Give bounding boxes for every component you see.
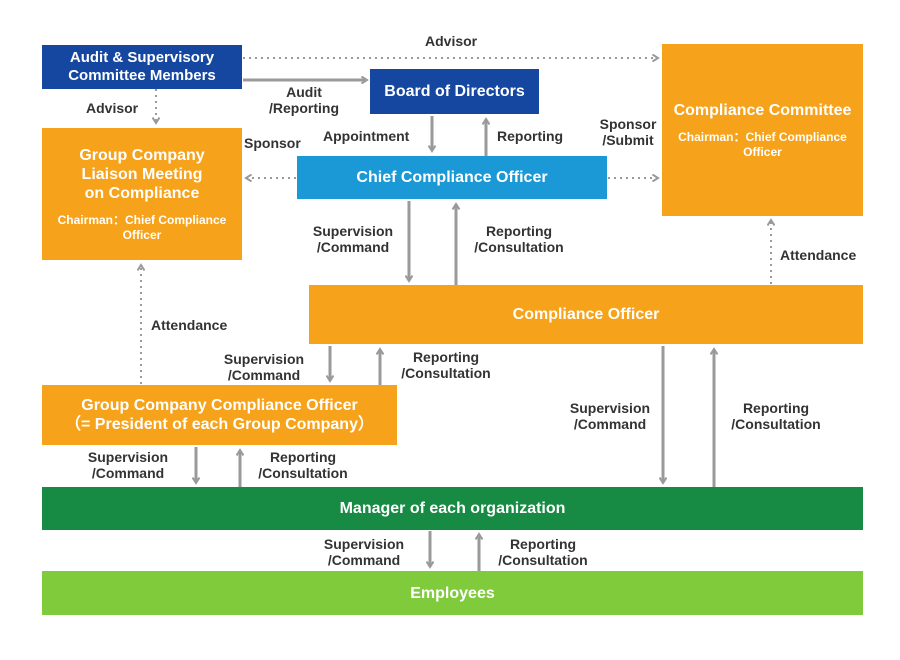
appointment-label: Appointment [323,128,410,144]
advisor-label-left: Advisor [86,100,139,116]
sup-cmd-label-3: Supervision /Command [569,400,651,432]
rep-cons-label-3: Reporting /Consultation [731,400,821,432]
manager-label: Manager of each organization [339,500,566,517]
employees-box: Employees [42,571,863,615]
compliance-committee-title: Compliance Committee [673,101,852,119]
rep-cons-label-1: Reporting /Consultation [474,223,564,255]
sup-cmd-label-2: Supervision /Command [223,351,305,383]
group-compliance-officer-box: Group Company Compliance Officer （= Pres… [42,385,397,445]
compliance-committee-box: Compliance Committee Chairman：Chief Comp… [662,44,863,216]
employees-label: Employees [410,584,495,602]
advisor-label-top: Advisor [425,33,478,49]
sup-cmd-label-1: Supervision /Command [312,223,394,255]
rep-cons-label-5: Reporting /Consultation [498,536,588,568]
compliance-committee-chairman: Chairman：Chief Compliance Officer [678,129,847,159]
rep-cons-label-4: Reporting /Consultation [258,449,348,481]
sponsor-label-left: Sponsor [244,135,301,151]
compliance-officer-box: Compliance Officer [309,285,863,344]
compliance-officer-label: Compliance Officer [512,306,660,323]
liaison-meeting-box: Group Company Liaison Meeting on Complia… [42,128,242,260]
sup-cmd-label-5: Supervision /Command [323,536,405,568]
board-of-directors-box: Board of Directors [370,69,539,114]
chief-compliance-officer-label: Chief Compliance Officer [356,169,548,186]
group-compliance-officer-label: Group Company Compliance Officer （= Pres… [65,397,374,433]
attendance-label-left: Attendance [151,317,228,333]
audit-committee-box: Audit & Supervisory Committee Members [42,45,242,89]
audit-reporting-label: Audit /Reporting [269,84,339,116]
board-of-directors-label: Board of Directors [384,83,525,100]
liaison-meeting-chairman: Chairman：Chief Compliance Officer [57,212,227,242]
attendance-label-right: Attendance [780,247,857,263]
sup-cmd-label-4: Supervision /Command [87,449,169,481]
manager-box: Manager of each organization [42,487,863,530]
liaison-meeting-title: Group Company Liaison Meeting on Complia… [79,146,205,202]
chief-compliance-officer-box: Chief Compliance Officer [297,156,607,199]
sponsor-submit-label: Sponsor /Submit [599,116,657,148]
rep-cons-label-2: Reporting /Consultation [401,349,491,381]
audit-committee-label: Audit & Supervisory Committee Members [68,49,216,84]
reporting-board-label: Reporting [497,128,564,144]
